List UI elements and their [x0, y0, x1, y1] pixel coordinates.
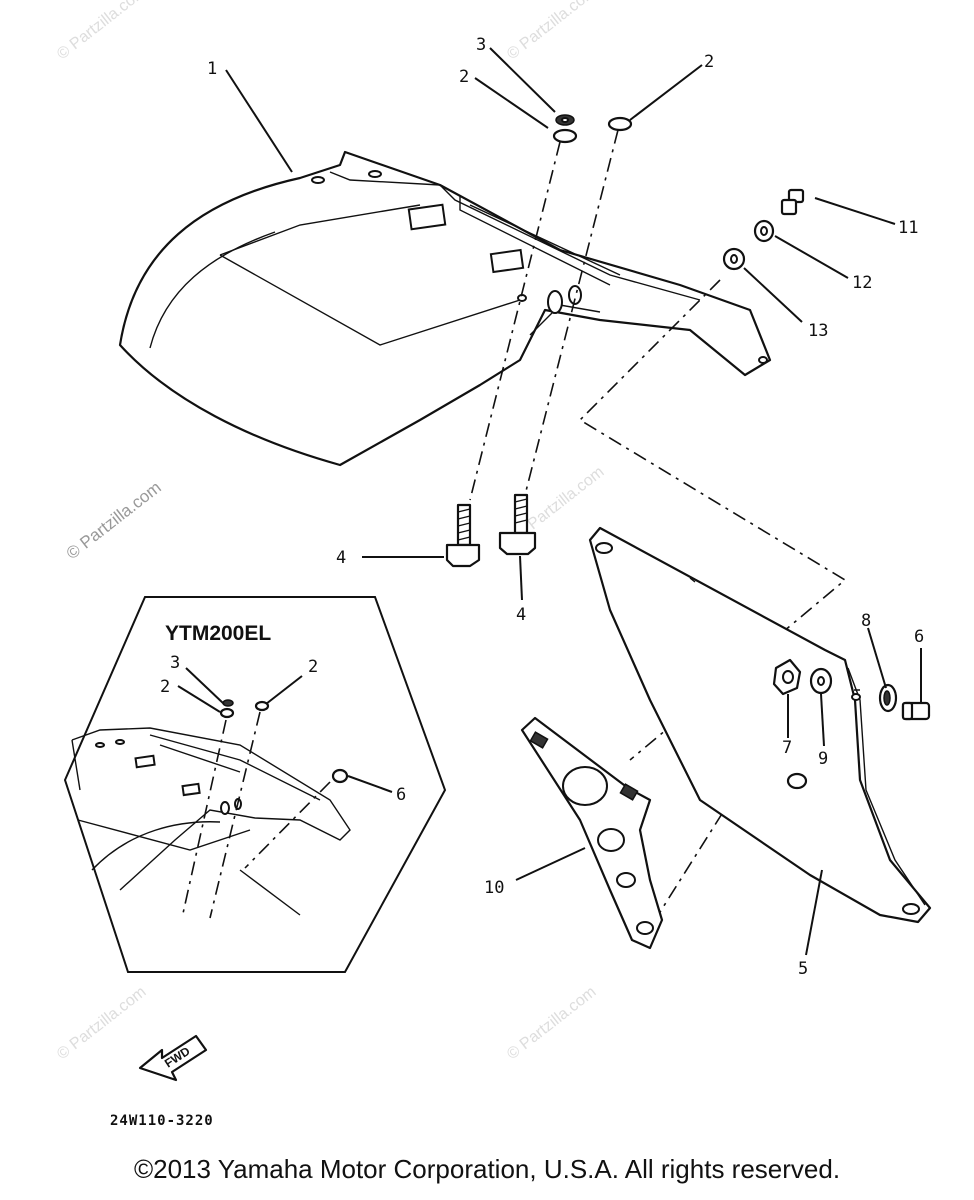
fwd-arrow-icon: FWD — [138, 1034, 208, 1082]
callout-1: 1 — [207, 59, 217, 79]
callout-5: 5 — [798, 959, 808, 979]
watermark: © Partzilla.com — [63, 478, 165, 564]
watermark: © Partzilla.com — [54, 983, 149, 1063]
callouts: 1 3 2 2 11 12 13 4 4 8 6 7 9 10 5 3 2 2 … — [160, 35, 924, 979]
callout-13: 13 — [808, 321, 828, 341]
callout-6: 6 — [914, 627, 924, 647]
inset-callout-6: 6 — [396, 785, 406, 805]
callout-9: 9 — [818, 749, 828, 769]
inset-title: YTM200EL — [165, 622, 271, 645]
inset-panel: YTM200EL — [63, 596, 447, 973]
reference-code: 24W110-3220 — [110, 1113, 214, 1129]
callout-3: 3 — [476, 35, 486, 55]
fastener-parts — [552, 114, 805, 271]
bolt-parts — [445, 493, 537, 568]
bracket-part — [520, 716, 664, 950]
copyright-notice: ©2013 Yamaha Motor Corporation, U.S.A. A… — [133, 1154, 841, 1184]
callout-12: 12 — [852, 273, 872, 293]
fender-part — [118, 150, 772, 467]
watermark: © Partzilla.com — [54, 0, 149, 63]
callout-7: 7 — [782, 738, 792, 758]
callout-10: 10 — [484, 878, 504, 898]
inset-callout-3: 3 — [170, 653, 180, 673]
leader-lines — [177, 47, 922, 956]
flap-part — [588, 526, 932, 924]
callout-2: 2 — [704, 52, 714, 72]
hardware-parts — [772, 658, 931, 790]
watermark: © Partzilla.com — [504, 983, 599, 1063]
callout-11: 11 — [898, 218, 918, 238]
callout-8: 8 — [861, 611, 871, 631]
inset-callout-2: 2 — [308, 657, 318, 677]
inset-callout-2: 2 — [160, 677, 170, 697]
watermark: © Partzilla.com — [504, 0, 599, 63]
callout-2: 2 — [459, 67, 469, 87]
callout-4: 4 — [516, 605, 526, 625]
callout-4: 4 — [336, 548, 346, 568]
